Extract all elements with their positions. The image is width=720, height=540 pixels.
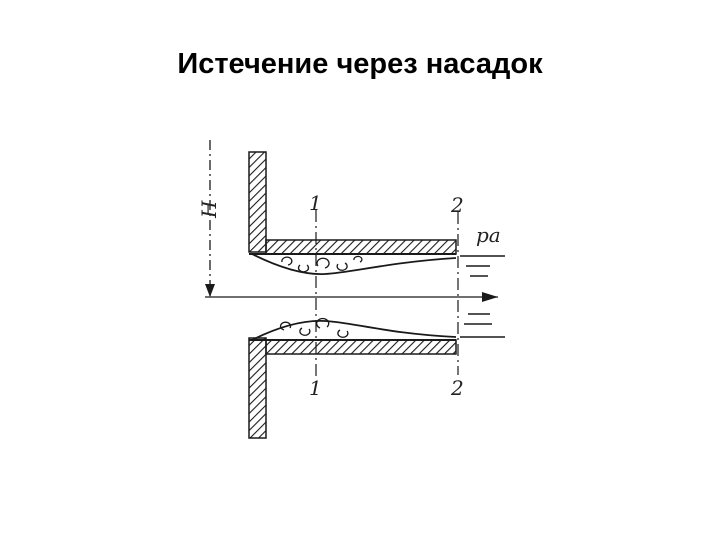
- eddies-upper: [281, 255, 363, 273]
- section-1-bottom-label: 1: [309, 376, 322, 400]
- nozzle-lower-wall: [265, 339, 457, 355]
- eddies-lower: [279, 317, 349, 338]
- jet-contour-lower: [251, 320, 457, 341]
- section-2-top-label: 2: [450, 193, 464, 217]
- section-1-top-label: 1: [309, 191, 322, 215]
- head-label: H: [197, 200, 221, 219]
- tank-wall-upper: [248, 151, 267, 253]
- slide-title: Истечение через насадок: [177, 48, 543, 80]
- tank-wall-lower: [248, 337, 267, 439]
- jet-contour-upper: [251, 253, 457, 275]
- nozzle-upper-wall: [265, 239, 457, 255]
- section-2-bottom-label: 2: [450, 376, 464, 400]
- outlet-hatching: [460, 255, 505, 338]
- head-arrow-icon: [205, 284, 215, 297]
- flow-arrow-icon: [482, 292, 498, 302]
- pressure-label: pa: [476, 223, 501, 247]
